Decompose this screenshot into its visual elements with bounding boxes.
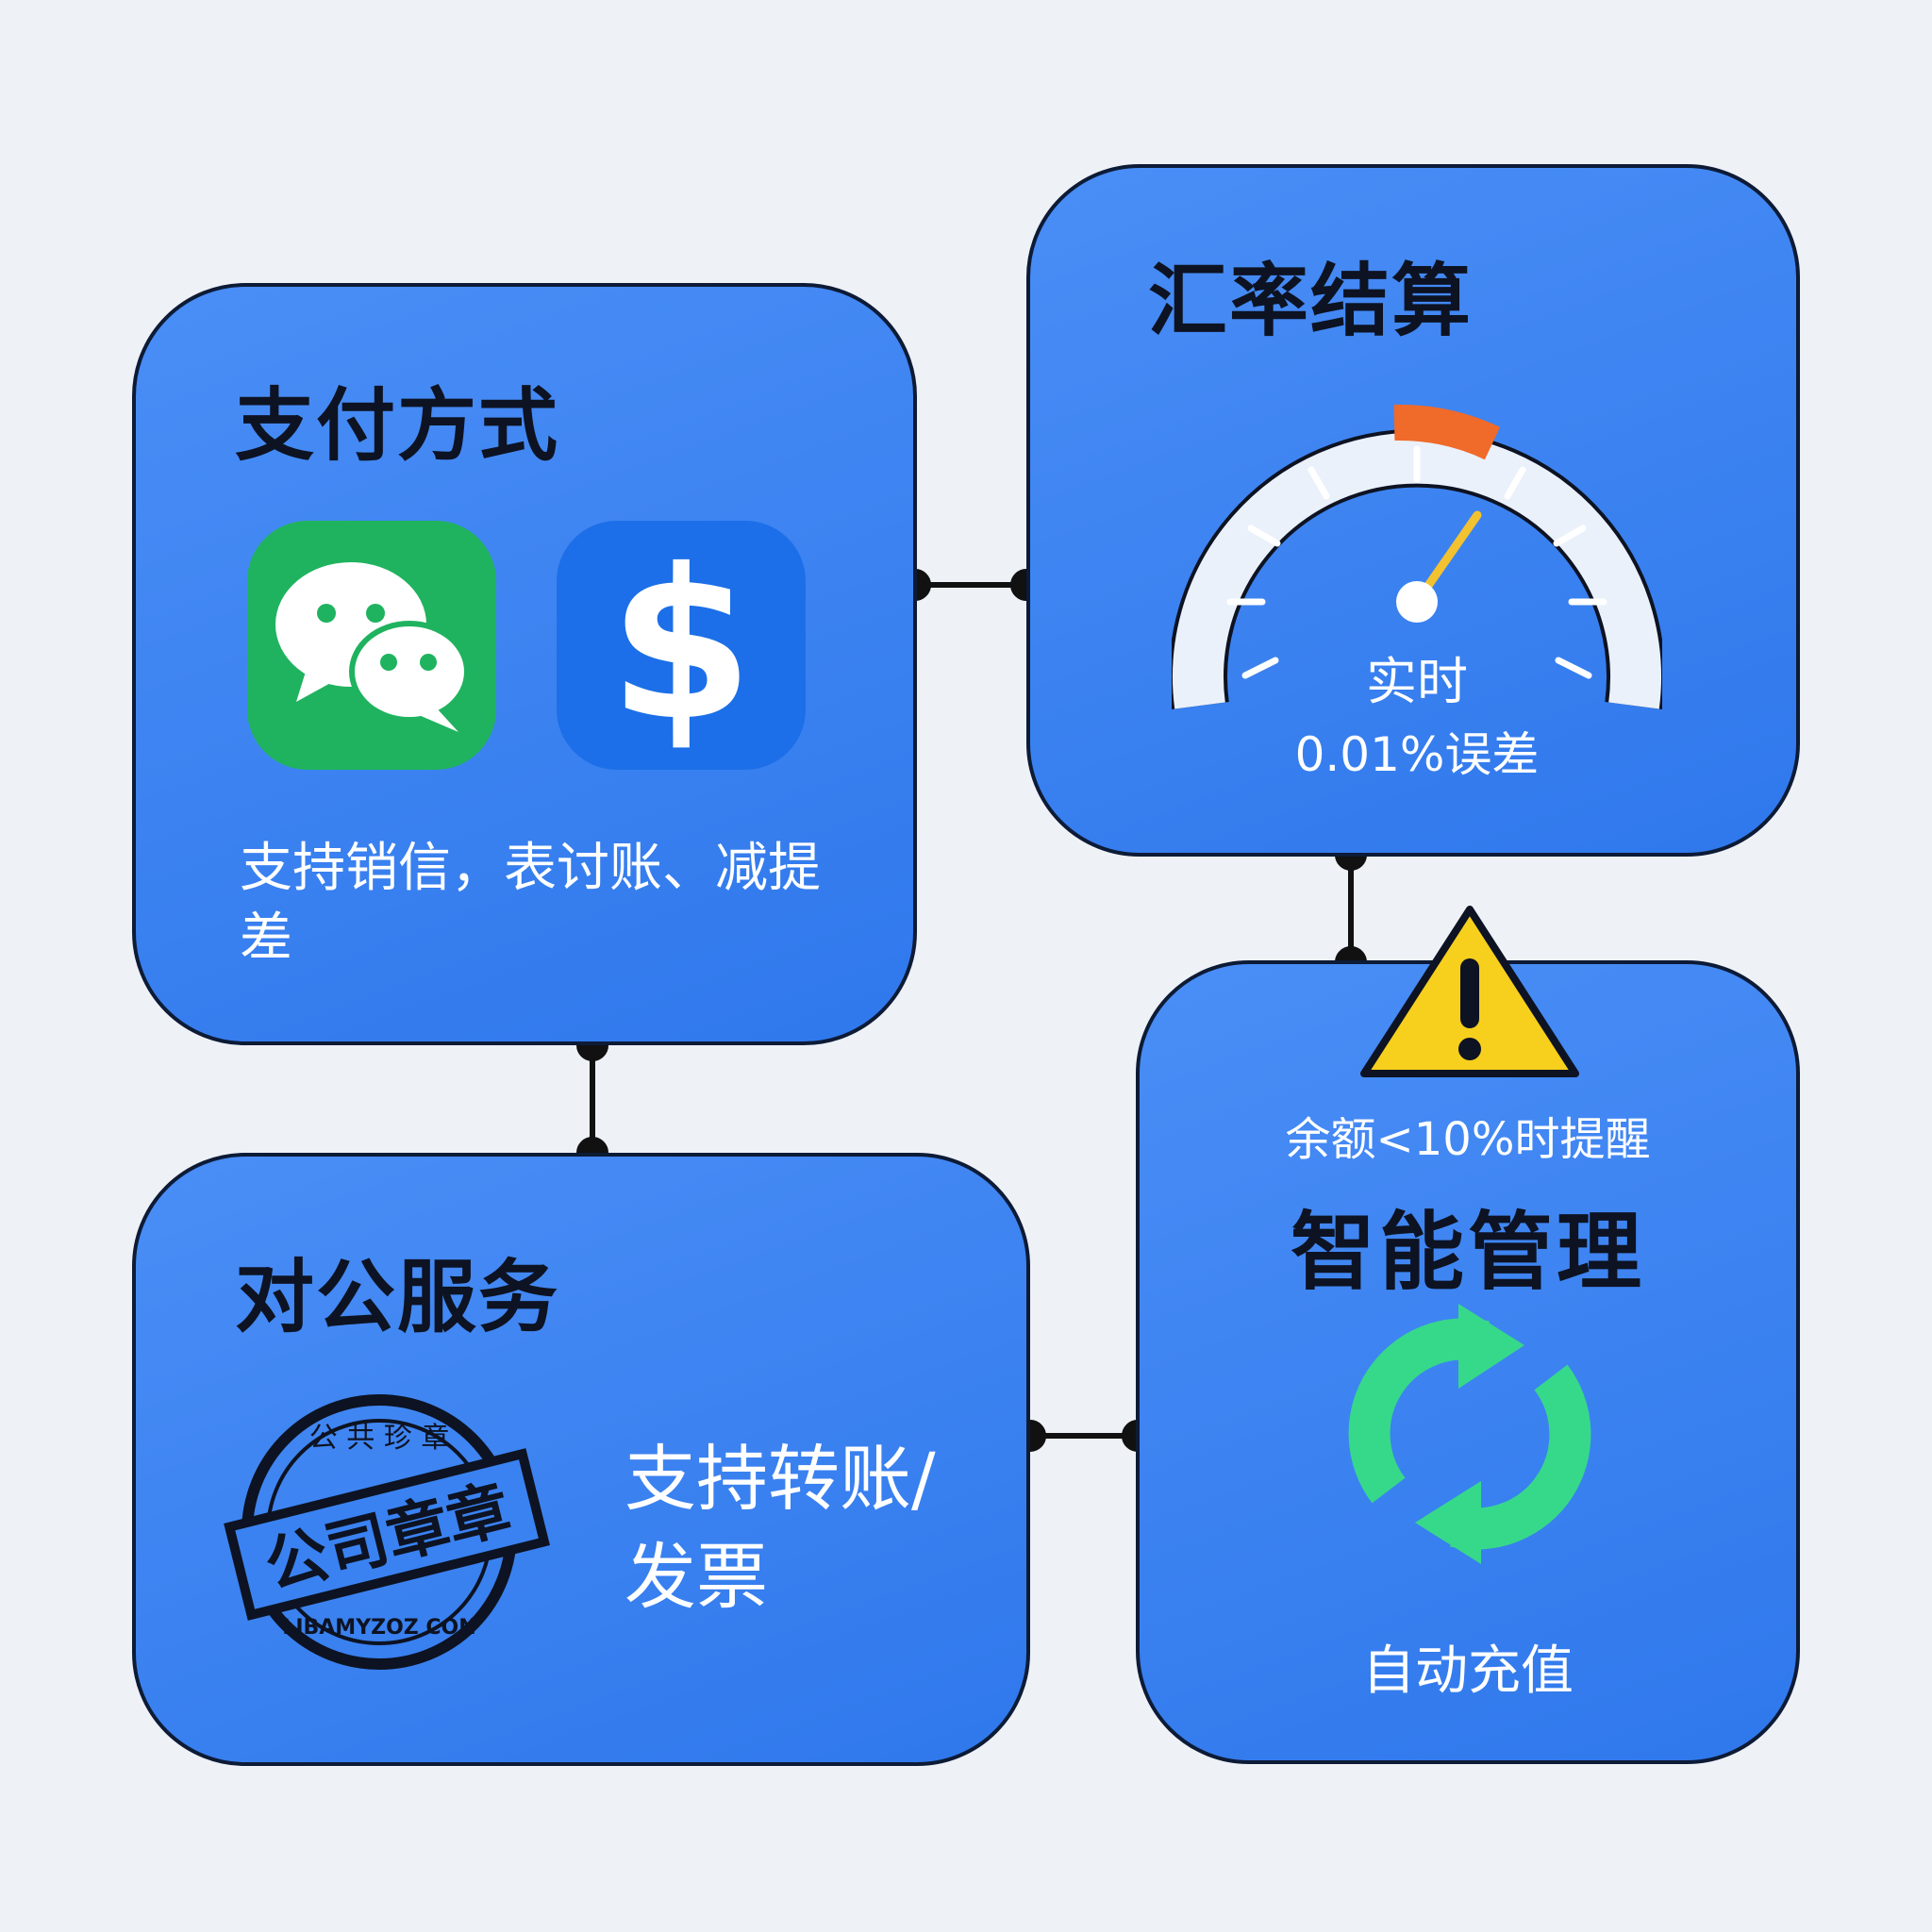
auto-recharge-caption: 自动充值	[1362, 1641, 1574, 1702]
gauge-label-error: 0.01%误差	[1294, 727, 1540, 782]
corporate-card: 对公服务 公 共 珍 章 LIBAMYZOZ CON 公司章章 支持转账/发票	[132, 1153, 1030, 1766]
gauge-icon	[1172, 404, 1662, 709]
smart-title: 智能管理	[1291, 1203, 1645, 1302]
dollar-symbol: $	[608, 525, 754, 766]
dollar-icon: $	[557, 521, 806, 770]
wechat-bubbles	[275, 562, 470, 732]
stamp-bottom-text: LIBAMYZOZ CON	[282, 1616, 475, 1640]
payment-card: 支付方式 $ 支持销信，表讨账、减提差	[132, 283, 917, 1045]
company-stamp-icon: 公 共 珍 章 LIBAMYZOZ CON 公司章章	[224, 1394, 550, 1670]
payment-description: 支持销信，表讨账、减提差	[240, 838, 821, 969]
warning-icon	[1360, 906, 1579, 1077]
refresh-icon	[1348, 1304, 1591, 1564]
gauge-label-realtime: 实时	[1366, 652, 1468, 711]
gauge-hub	[1396, 581, 1438, 623]
stamp-top-text: 公 共 珍 章	[309, 1422, 450, 1455]
payment-title: 支付方式	[235, 379, 560, 472]
exchange-title: 汇率结算	[1148, 255, 1474, 347]
balance-alert-text: 余额<10%时提醒	[1285, 1113, 1651, 1166]
wechat-icon	[247, 521, 496, 770]
exchange-rate-card: 汇率结算 实时 0.01%误差	[1026, 164, 1800, 857]
corporate-title: 对公服务	[235, 1251, 560, 1343]
gauge-red-zone	[1393, 404, 1501, 460]
corporate-description: 支持转账/发票	[625, 1437, 936, 1619]
